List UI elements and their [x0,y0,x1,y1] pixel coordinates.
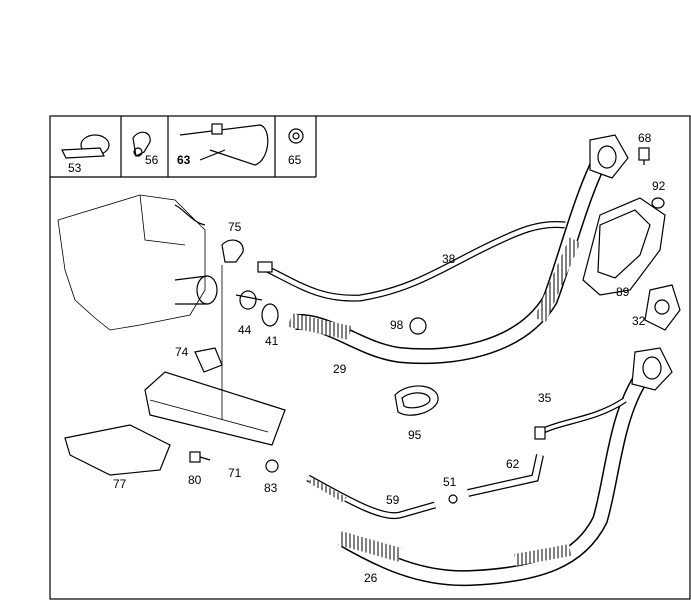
filler-neck-29 [288,134,629,365]
callout-62: 62 [506,457,520,471]
cover-89 [582,197,666,296]
cable-tie-icon [61,134,110,159]
legend-row: 53 56 63 65 [50,116,317,178]
callout-95: 95 [408,428,422,442]
callout-41: 41 [265,334,279,348]
callout-92: 92 [652,179,666,193]
callout-26: 26 [364,571,378,585]
bolt-80 [189,451,211,463]
legend-label-65: 65 [288,153,302,167]
legend-label-56: 56 [145,153,159,167]
screw-68 [638,147,650,165]
callout-38: 38 [442,252,456,266]
engine-outline [57,194,218,331]
vent-line-35 [534,397,627,440]
callout-35: 35 [538,391,552,405]
callout-77: 77 [113,477,127,491]
vent-line-38 [257,220,566,302]
callout-74: 74 [175,345,189,359]
hose-62 [467,454,544,497]
bracket-74 [194,347,223,373]
callout-71: 71 [228,466,242,480]
grommet-92 [651,197,665,209]
callout-68: 68 [638,131,652,145]
hose-59 [306,474,436,520]
clip-icon [132,131,151,157]
callout-51: 51 [443,475,457,489]
callout-83: 83 [264,481,278,495]
seal-95 [394,385,439,416]
legend-label-63: 63 [177,153,191,167]
clip-51 [448,494,458,504]
strap-icon [179,123,269,166]
legend-label-53: 53 [68,161,82,175]
clip-75 [221,239,244,263]
clamp-icon [288,128,304,144]
tray-71 [144,265,286,446]
callout-59: 59 [386,493,400,507]
clamp-44 [235,290,263,310]
callout-75: 75 [228,220,242,234]
callout-44: 44 [238,323,252,337]
callout-32: 32 [632,314,646,328]
clamp-41 [261,303,279,327]
callout-80: 80 [188,473,202,487]
diagram-frame [49,115,691,600]
callout-98: 98 [390,318,404,332]
callout-89: 89 [616,285,630,299]
filler-neck-26 [338,347,673,587]
nut-83 [265,459,279,473]
grommet-98 [409,317,427,335]
shield-77 [64,424,171,476]
callout-29: 29 [333,362,347,376]
gasket-32 [644,284,681,331]
